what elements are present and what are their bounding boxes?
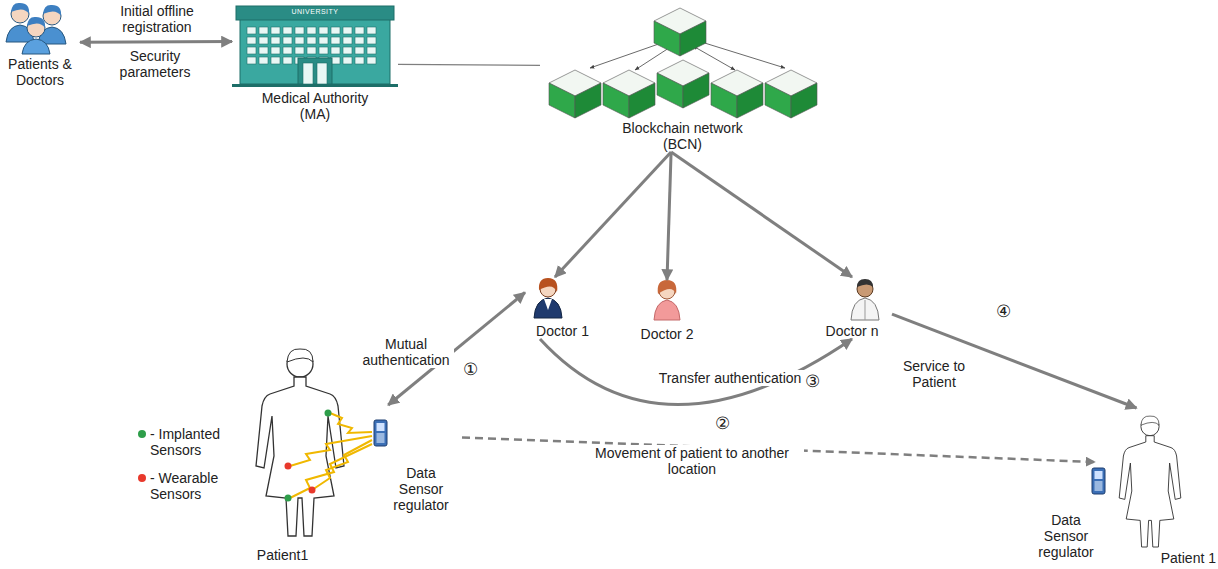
legend-swatch — [138, 474, 146, 482]
legend-row: - Implanted Sensors — [138, 426, 226, 458]
edge-label: Initial offline registration — [100, 3, 214, 35]
connector — [555, 152, 671, 277]
legend-text: - Wearable Sensors — [150, 470, 226, 502]
blockchain-cubes — [549, 8, 817, 118]
legend-text: - Implanted Sensors — [150, 426, 226, 458]
doctor-figure — [654, 280, 680, 320]
doctor-figure — [851, 279, 879, 320]
edge-label: Movement of patient to another location — [580, 445, 804, 477]
callout-number: ① — [460, 360, 480, 380]
edge-label: Service to Patient — [893, 358, 975, 390]
connector — [398, 64, 540, 66]
patient-label-node: Patient1 — [215, 345, 350, 563]
doctor-label-node: Doctor n — [812, 277, 892, 339]
actor-label-node: Patients & Doctors — [0, 0, 80, 88]
callout-number: ② — [712, 414, 732, 434]
doctor-label: Doctor n — [826, 323, 879, 339]
callout-number: ③ — [802, 372, 822, 392]
regulator-label: Data Sensor regulator — [1032, 512, 1100, 560]
connector — [540, 339, 852, 405]
regulator-label: Data Sensor regulator — [387, 465, 455, 513]
network-label-node: Blockchain network (BCN) — [540, 0, 825, 152]
regulator-label-node: Data Sensor regulator — [380, 405, 462, 513]
sign-text: UNIVERSITY — [280, 8, 350, 16]
patient-label: Patient 1 — [1161, 550, 1216, 566]
authority-label-node: Medical Authority (MA) — [232, 2, 398, 122]
patient-label-node: Patient 1 — [1110, 408, 1216, 566]
doctor-label: Doctor 2 — [641, 326, 694, 342]
connector — [80, 40, 232, 44]
legend-row: - Wearable Sensors — [138, 470, 226, 502]
patient-figure — [1092, 416, 1181, 547]
university-building — [232, 6, 398, 87]
doctor-figure — [534, 278, 562, 318]
regulator-label-node: Data Sensor regulator — [1030, 462, 1102, 560]
patient-label: Patient1 — [257, 547, 308, 563]
doctor-label-node: Doctor 2 — [630, 280, 704, 342]
patient-figure — [256, 349, 387, 536]
callout-number: ④ — [993, 302, 1013, 322]
edge-label: Mutual authentication — [358, 336, 454, 368]
arrow-label: Security parameters — [100, 48, 210, 80]
people-icon — [6, 3, 66, 54]
connector — [671, 152, 852, 277]
doctor-label: Doctor 1 — [536, 323, 589, 339]
edge-label: Transfer authentication — [643, 370, 817, 386]
actor-label: Patients & Doctors — [2, 56, 78, 88]
authority-label: Medical Authority (MA) — [260, 90, 370, 122]
connector — [892, 314, 1137, 408]
network-label: Blockchain network (BCN) — [618, 120, 748, 152]
connector — [667, 152, 671, 280]
legend-swatch — [138, 430, 146, 438]
doctor-label-node: Doctor 1 — [525, 277, 600, 339]
